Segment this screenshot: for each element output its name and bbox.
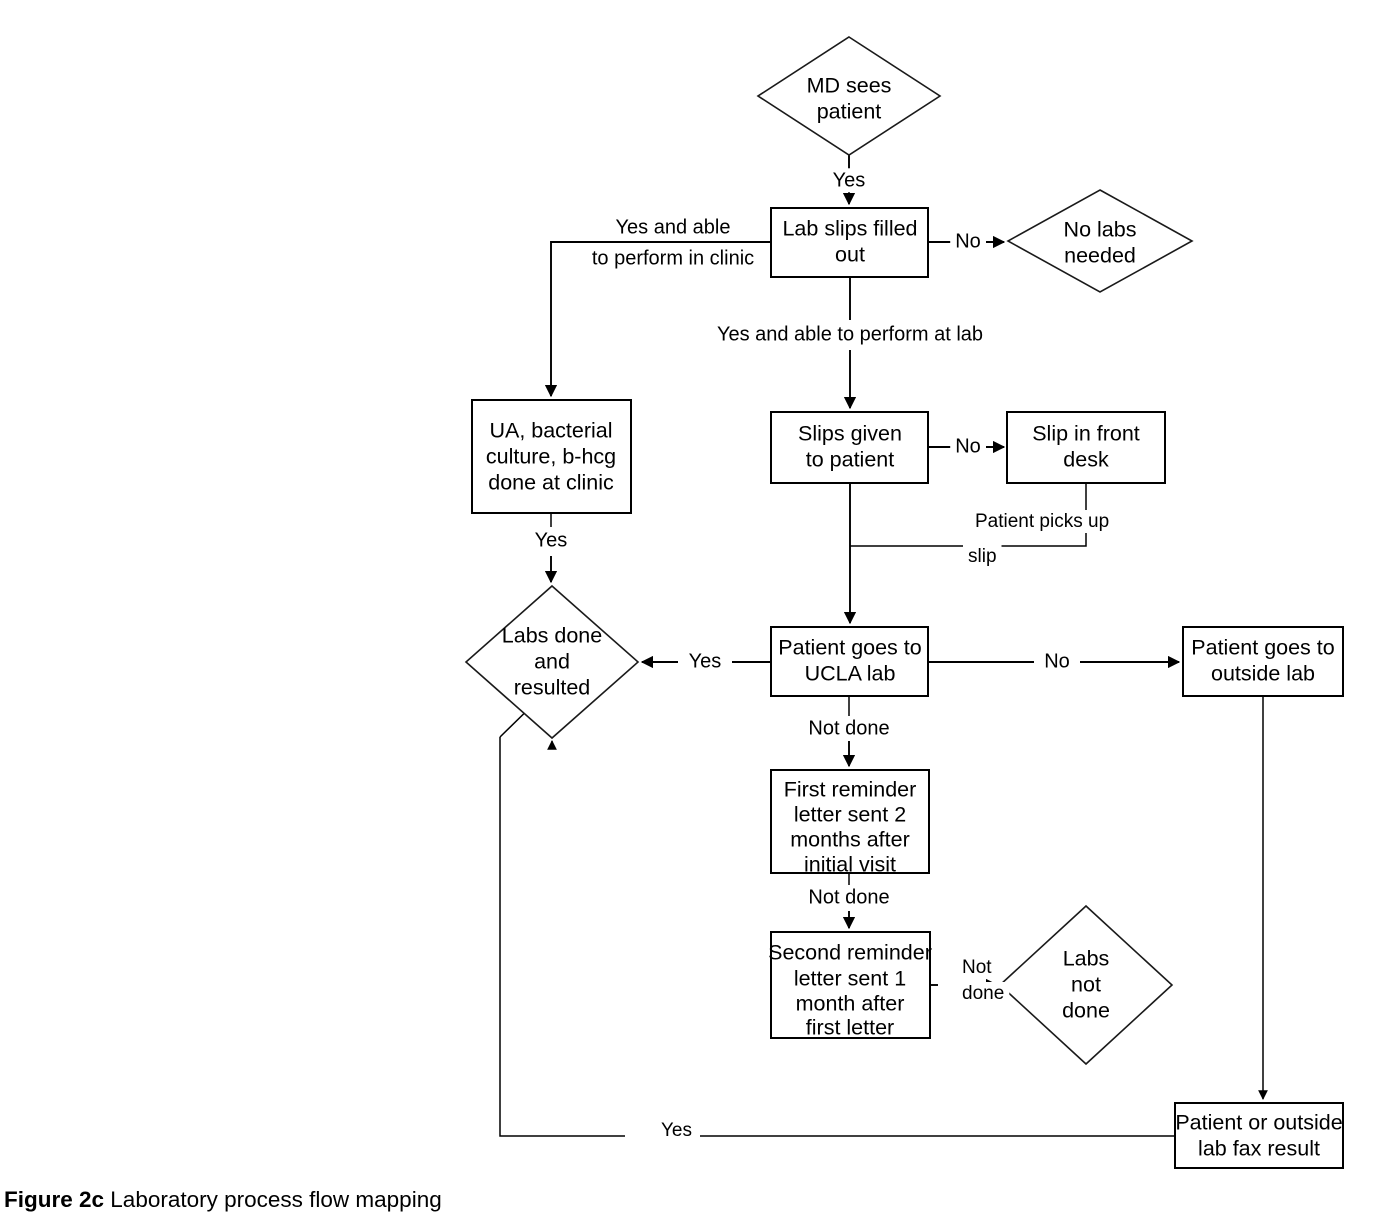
node-labs-done-and-resulted[interactable]: Labs done and resulted: [464, 584, 640, 740]
node-label-labs-not-done-line3: done: [1062, 999, 1110, 1023]
node-lab-slips-filled-out[interactable]: Lab slips filled out: [770, 207, 929, 278]
node-label-md-sees-patient-line1: MD sees: [807, 74, 892, 98]
node-label-labs-done-line3: resulted: [514, 676, 591, 700]
node-slip-in-front-desk[interactable]: Slip in front desk: [1006, 411, 1166, 484]
edge-label-mask: [827, 168, 871, 193]
node-md-sees-patient[interactable]: MD sees patient: [756, 36, 942, 156]
edge-label-mask: [803, 716, 895, 741]
node-label-second-reminder-line4: first letter: [806, 1016, 894, 1040]
node-second-reminder-letter[interactable]: Second reminder letter sent 1 month afte…: [768, 931, 932, 1040]
edge-label-yes-fax-to-labs-done: Yes: [661, 1120, 692, 1141]
node-label-first-reminder-line1: First reminder: [784, 778, 917, 802]
node-label-fax-result-line2: lab fax result: [1198, 1137, 1320, 1161]
edge-label-patient-picks-up-line1: Patient picks up: [975, 511, 1109, 532]
node-label-ua-line1: UA, bacterial: [489, 419, 612, 443]
edge-label-mask: [957, 956, 998, 979]
edge-label-mask: [950, 434, 986, 459]
node-label-second-reminder-line2: letter sent 1: [794, 967, 906, 991]
node-label-no-labs-needed-line2: needed: [1064, 244, 1136, 268]
edge-label-not-done-first-to-second-reminder: Not done: [808, 886, 889, 908]
node-labs-not-done[interactable]: Labs not done: [998, 904, 1174, 1066]
edge-label-yes-ua-to-labs-done: Yes: [535, 529, 568, 551]
edge-label-mask: [950, 229, 986, 254]
figure-caption-text: Laboratory process flow mapping: [110, 1187, 442, 1212]
edge-label-mask: [803, 885, 895, 910]
figure-caption-label: Figure 2c: [4, 1187, 105, 1212]
node-label-ua-line3: done at clinic: [488, 471, 614, 495]
edge-label-no-lab-slips-to-no-labs: No: [955, 230, 981, 252]
node-label-ua-line2: culture, b-hcg: [486, 445, 616, 469]
node-first-reminder-letter[interactable]: First reminder letter sent 2 months afte…: [770, 769, 930, 877]
edge-label-mask: [957, 982, 1010, 1005]
node-label-md-sees-patient-line2: patient: [817, 100, 882, 124]
edge-fax-result-to-labs-done: [499, 691, 1175, 1137]
edge-label-yes-able-clinic-line1: Yes and able: [616, 216, 731, 238]
edge-label-not-done-ucla-to-first-reminder: Not done: [808, 717, 889, 739]
node-label-slip-front-desk-line1: Slip in front: [1032, 422, 1140, 446]
node-label-lab-slips-line2: out: [835, 243, 865, 267]
edge-label-yes-able-perform-at-lab: Yes and able to perform at lab: [717, 323, 983, 345]
edge-label-mask: [610, 215, 736, 240]
edge-lab-slips-to-ua-bacterial: [544, 241, 771, 398]
node-label-slip-front-desk-line2: desk: [1063, 448, 1109, 472]
node-label-first-reminder-line2: letter sent 2: [794, 803, 906, 827]
node-label-first-reminder-line4: initial visit: [804, 853, 896, 877]
edge-label-not-done-second-to-labs-not-done-line1: Not: [962, 957, 992, 978]
node-label-no-labs-needed-line1: No labs: [1064, 218, 1137, 242]
edge-label-mask: [656, 1119, 697, 1142]
edge-label-mask: [963, 545, 1002, 568]
node-label-ucla-lab-line2: UCLA lab: [805, 662, 896, 686]
node-label-labs-not-done-line1: Labs: [1063, 947, 1110, 971]
node-no-labs-needed[interactable]: No labs needed: [1006, 189, 1194, 293]
node-label-labs-done-line2: and: [534, 650, 570, 674]
edge-label-mask: [1039, 649, 1075, 674]
node-label-outside-lab-line1: Patient goes to: [1191, 636, 1334, 660]
edge-label-yes-md-to-lab-slips: Yes: [833, 169, 866, 191]
node-label-slips-given-line1: Slips given: [798, 422, 902, 446]
edge-label-yes-able-clinic-line2: to perform in clinic: [592, 247, 754, 269]
node-label-slips-given-line2: to patient: [806, 448, 894, 472]
node-label-labs-not-done-line2: not: [1071, 973, 1101, 997]
node-label-lab-slips-line1: Lab slips filled: [782, 217, 917, 241]
node-label-second-reminder-line3: month after: [796, 992, 905, 1016]
edge-label-mask: [711, 322, 989, 347]
figure-caption: Figure 2c Laboratory process flow mappin…: [4, 1186, 442, 1214]
edge-label-mask: [683, 649, 727, 674]
node-label-ucla-lab-line1: Patient goes to: [778, 636, 921, 660]
node-slips-given-to-patient[interactable]: Slips given to patient: [770, 411, 929, 484]
node-label-first-reminder-line3: months after: [790, 828, 910, 852]
node-patient-goes-to-ucla-lab[interactable]: Patient goes to UCLA lab: [770, 626, 929, 697]
edge-label-no-slips-to-front-desk: No: [955, 435, 981, 457]
node-patient-goes-to-outside-lab[interactable]: Patient goes to outside lab: [1182, 626, 1344, 697]
edge-label-yes-ucla-to-labs-done: Yes: [689, 650, 722, 672]
node-ua-bacterial-culture[interactable]: UA, bacterial culture, b-hcg done at cli…: [471, 399, 632, 514]
edge-label-mask: [586, 246, 760, 271]
node-label-outside-lab-line2: outside lab: [1211, 662, 1315, 686]
node-label-labs-done-line1: Labs done: [502, 624, 602, 648]
edge-label-patient-picks-up-line2: slip: [968, 546, 997, 567]
node-label-fax-result-line1: Patient or outside: [1175, 1111, 1342, 1135]
edge-slip-front-desk-to-main-line: [850, 483, 1087, 547]
edge-label-not-done-second-to-labs-not-done-line2: done: [962, 983, 1004, 1004]
node-label-second-reminder-line1: Second reminder: [768, 941, 932, 965]
edge-label-mask: [529, 528, 573, 553]
edge-label-mask: [970, 510, 1115, 533]
node-patient-or-outside-lab-fax-result[interactable]: Patient or outside lab fax result: [1174, 1102, 1344, 1169]
edge-label-no-ucla-to-outside-lab: No: [1044, 650, 1070, 672]
